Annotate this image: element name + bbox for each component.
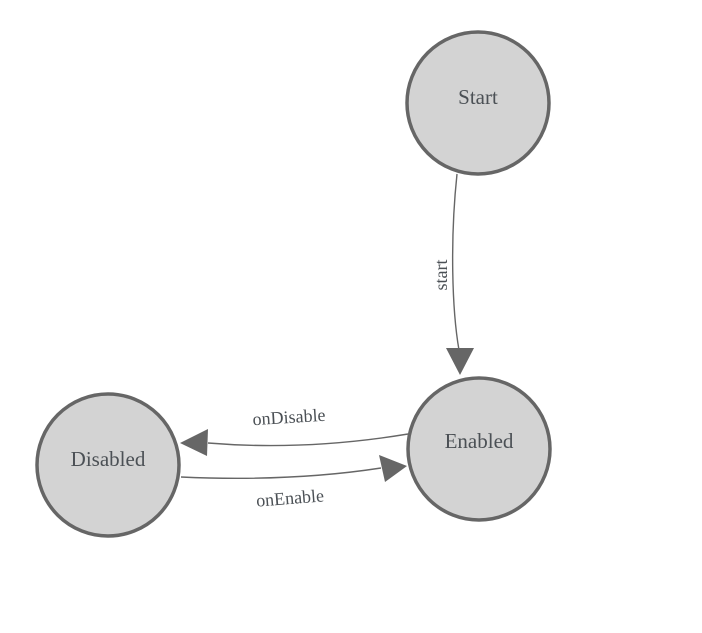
edge-enabled-to-disabled: onDisable: [180, 405, 409, 456]
arrowhead-icon: [379, 455, 407, 482]
edge-line-disabled-to-enabled: [180, 467, 382, 480]
edge-label-start: start: [431, 260, 451, 291]
edge-line-enabled-to-disabled: [207, 433, 409, 447]
node-start[interactable]: Start: [405, 30, 551, 176]
node-disabled-circle[interactable]: [35, 392, 181, 538]
node-disabled[interactable]: Disabled: [35, 392, 181, 538]
edge-start-to-enabled: start: [431, 173, 474, 375]
arrowhead-icon: [446, 348, 474, 375]
edge-line-start-to-enabled: [451, 173, 460, 351]
node-start-circle[interactable]: [405, 30, 551, 176]
edge-disabled-to-enabled: onEnable: [180, 455, 407, 511]
arrowhead-icon: [180, 429, 208, 456]
edge-label-onenable: onEnable: [255, 485, 324, 510]
node-enabled[interactable]: Enabled: [406, 376, 552, 522]
node-enabled-circle[interactable]: [406, 376, 552, 522]
edge-label-ondisable: onDisable: [252, 405, 326, 429]
